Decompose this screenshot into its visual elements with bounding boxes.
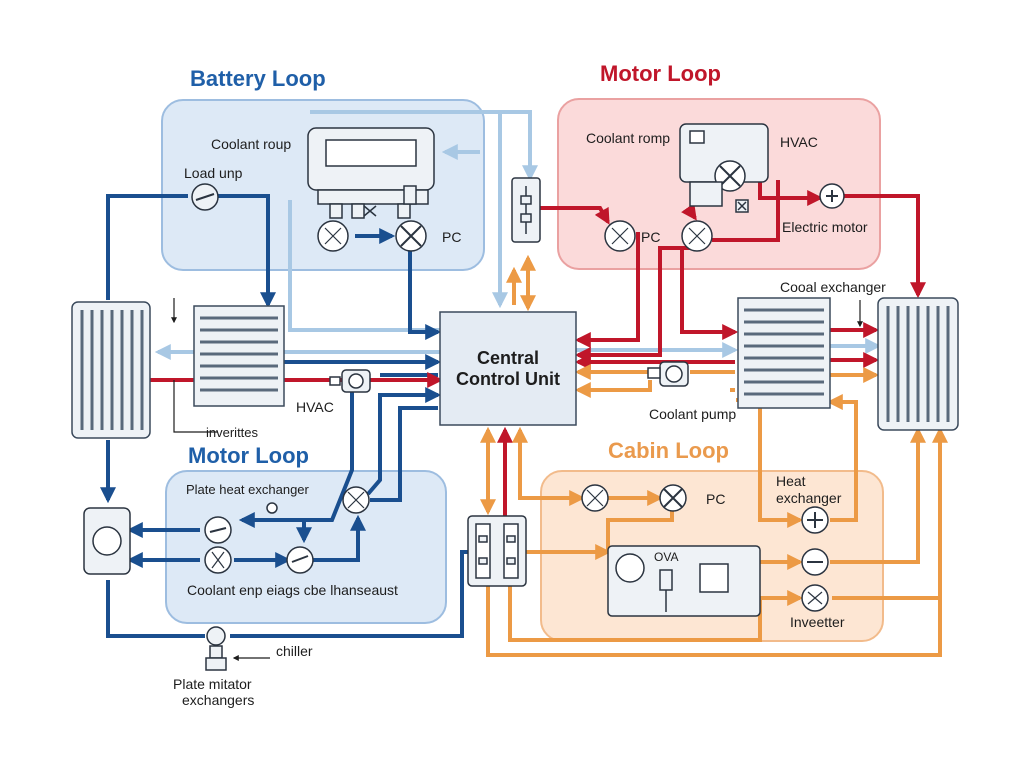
bottom-pump-1 [204,516,232,544]
cabin-ova-label: OVA [654,550,679,564]
cabin-hvac-unit [607,545,761,617]
motor-loop-bottom-title: Motor Loop [188,443,309,468]
bottom-pump-3 [286,546,314,574]
battery-coolant-pump-label: Coolant roup [211,136,292,152]
inverters-arrows [171,298,218,433]
right-exchanger-label: Cooal exchanger [780,279,886,295]
battery-coolant-pump-unit [307,127,435,219]
chiller-icon [205,626,227,671]
cabin-inverter-fan [801,584,829,612]
plate-heat-exchanger-label: Plate heat exchanger [186,482,309,497]
coolant-bottom-label: Coolant enp eiags cbe lhanseaust [187,582,398,598]
cabin-pump [581,484,609,512]
plate-mitator-label-1: Plate mitator [173,676,252,692]
battery-pump-left [317,220,349,252]
cabin-pc-label: PC [706,491,726,507]
motor-hvac-label: HVAC [780,134,818,150]
motor-loop-top-title: Motor Loop [600,61,721,86]
central-control-unit-line2: Control Unit [456,369,560,389]
central-control-unit [439,311,577,426]
cabin-heat-exchanger-label-1: Heat [776,473,806,489]
battery-valve-pc [395,220,427,252]
orange-pipes [480,254,948,657]
chiller-label: chiller [276,643,313,659]
center-connector-top [511,177,541,243]
motor-pump-small [689,130,705,144]
cabin-inverter-label: Inveetter [790,614,845,630]
plate-mitator-label-2: exchangers [182,692,255,708]
central-control-unit-label: Central Control Unit [440,348,576,390]
motor-valve [681,220,713,252]
battery-loop-title: Battery Loop [190,66,326,91]
electric-motor-label: Electric motor [782,219,868,235]
left-inverters-label: inverittes [206,425,259,440]
plate-heat-exchanger-node [266,502,278,514]
plate-heat-exchanger-pump [342,486,370,514]
battery-load-pump [191,183,219,211]
cabin-fan-2 [801,548,829,576]
bottom-pump-2 [204,546,232,574]
cabin-valve-pc [659,484,687,512]
left-bottom-unit [83,507,131,575]
central-control-unit-line1: Central [476,348,539,368]
left-heat-exchanger [193,305,285,407]
right-coolant-pump-label: Coolant pump [649,406,737,422]
motor-pc-label: PC [641,229,661,245]
right-radiator [877,297,959,431]
cabin-loop-title: Cabin Loop [608,438,729,463]
left-radiator [71,301,151,439]
motor-coolant-pump-label: Coolant romp [586,130,671,146]
cabin-heat-exchanger-label-2: exchanger [776,490,842,506]
right-coolant-pump [647,361,689,387]
left-hvac-label: HVAC [296,399,334,415]
battery-load-pump-label: Load unp [184,165,243,181]
electric-motor-icon [819,183,845,209]
battery-pc-label: PC [442,229,462,245]
motor-pump-pc [604,220,636,252]
center-connector-bottom [467,515,527,587]
cabin-heat-exchanger-fan [801,506,829,534]
right-heat-exchanger [737,297,831,409]
left-hvac-pump [329,369,371,393]
